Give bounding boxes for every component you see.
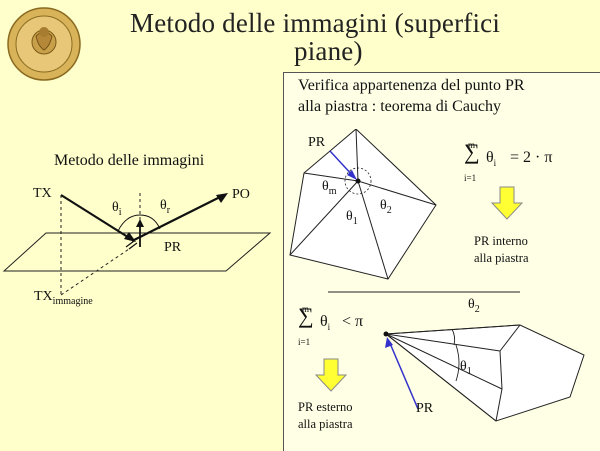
tx-image-label: TXimmagine <box>34 289 93 307</box>
result-outside-line1: PR esterno <box>298 400 353 414</box>
theta-1-label-bottom: θ1 <box>460 359 472 377</box>
reflected-ray <box>131 195 223 242</box>
cauchy-diagrams <box>289 129 585 422</box>
left-diagram-heading: Metodo delle immagini <box>54 152 205 169</box>
theta-m-label: θm <box>322 179 337 197</box>
reflection-plane <box>2 232 272 272</box>
panel-heading-line1: Verifica appartenenza del punto PR <box>298 77 525 94</box>
tx-label: TX <box>33 186 52 201</box>
theta-2-label: θ2 <box>380 198 392 216</box>
slide-title-line2: piane) <box>294 36 363 66</box>
theta-1-label: θ1 <box>346 209 358 227</box>
cauchy-panel: Verifica appartenenza del punto PR alla … <box>283 72 600 451</box>
pr-label-left: PR <box>164 240 182 255</box>
image-path-line <box>60 246 133 296</box>
result-arrow-bottom <box>314 358 348 392</box>
incident-ray <box>60 194 132 240</box>
panel-heading-line2: alla piastra : teorema di Cauchy <box>298 98 502 115</box>
slide-title-line1: Metodo delle immagini (superfici <box>130 8 501 38</box>
theta-r-label: θr <box>160 198 171 216</box>
result-inside-line2: alla piastra <box>474 251 529 265</box>
result-inside-line1: PR interno <box>474 234 528 248</box>
formula-inside: m ∑ i=1 θi = 2 · π <box>464 139 553 183</box>
theta-2-label-bottom: θ2 <box>468 297 480 315</box>
plate-inside-polygon <box>289 129 437 280</box>
pr-label-bottom: PR <box>416 401 434 416</box>
university-seal-icon <box>7 7 81 81</box>
image-method-diagram <box>2 193 272 296</box>
pr-label-top: PR <box>308 135 326 150</box>
result-arrow-top <box>490 186 524 220</box>
result-outside-line2: alla piastra <box>298 417 353 431</box>
po-label: PO <box>232 187 250 202</box>
theta-i-label: θi <box>112 200 122 218</box>
formula-outside: m ∑ i=1 θi < π <box>298 303 364 347</box>
